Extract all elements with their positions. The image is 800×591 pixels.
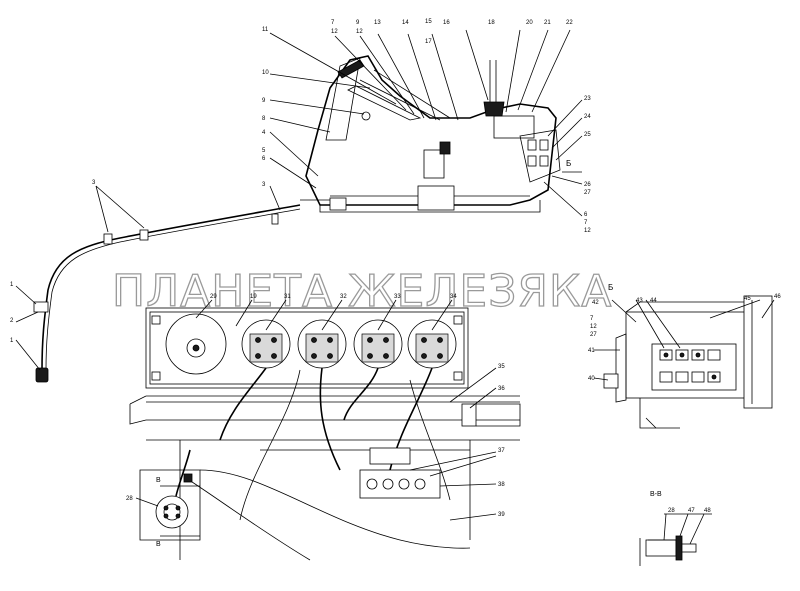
callout-10: 10 xyxy=(262,70,269,76)
callout-44: 44 xyxy=(650,298,657,304)
callout-8: 8 xyxy=(262,116,266,122)
callout-11: 11 xyxy=(262,27,269,33)
section-vv: В-В 28 47 48 xyxy=(639,491,712,566)
callout-15: 15 xyxy=(425,19,432,25)
callout-28: 28 xyxy=(126,496,133,502)
callout-17: 17 xyxy=(425,39,432,45)
callout-31: 31 xyxy=(284,294,291,300)
callout-39: 39 xyxy=(498,512,505,518)
callout-b-12: 12 xyxy=(590,324,597,330)
callout-37: 37 xyxy=(498,448,505,454)
callout-22: 22 xyxy=(566,20,573,26)
callout-18: 18 xyxy=(488,20,495,26)
callout-6: 6 xyxy=(262,156,266,162)
callout-13: 13 xyxy=(374,20,381,26)
top-leaders xyxy=(269,29,583,217)
callout-6b: 6 xyxy=(584,212,588,218)
callout-cable-2: 2 xyxy=(10,318,14,324)
instrument-panel: В В 29 19 31 32 33 34 35 36 37 38 39 28 xyxy=(126,294,521,561)
callout-sec-48: 48 xyxy=(704,508,711,514)
view-label-b-side: Б xyxy=(566,159,571,168)
callout-41: 41 xyxy=(588,348,595,354)
cable-assembly: 3 1 2 1 xyxy=(10,180,301,383)
callout-45: 45 xyxy=(744,296,751,302)
callout-16: 16 xyxy=(443,20,450,26)
callout-14: 14 xyxy=(402,20,409,26)
section-label: В-В xyxy=(650,491,662,498)
callout-5: 5 xyxy=(262,148,266,154)
view-label-b: Б xyxy=(608,283,613,292)
callout-26: 26 xyxy=(584,182,591,188)
callout-46: 46 xyxy=(774,294,781,300)
callout-24: 24 xyxy=(584,114,591,120)
view-label-v-top: В xyxy=(156,477,161,484)
callout-sec-47: 47 xyxy=(688,508,695,514)
callout-b-27: 27 xyxy=(590,332,597,338)
callout-7b: 7 xyxy=(584,220,588,226)
view-label-v-bottom: В xyxy=(156,541,161,548)
detail-b: Б 42 43 44 45 46 7 12 2 xyxy=(588,283,781,429)
callout-29: 29 xyxy=(210,294,217,300)
callout-32: 32 xyxy=(340,294,347,300)
callout-7: 7 xyxy=(331,20,335,26)
callout-9: 9 xyxy=(356,20,360,26)
callout-40: 40 xyxy=(588,376,595,382)
callout-19: 19 xyxy=(250,294,257,300)
callout-25: 25 xyxy=(584,132,591,138)
callout-21: 21 xyxy=(544,20,551,26)
top-assembly: 11 7 12 9 12 13 14 15 16 17 18 20 21 22 … xyxy=(262,19,591,234)
callout-12c: 12 xyxy=(584,228,591,234)
callout-cable-3: 3 xyxy=(92,180,96,186)
callout-sec-28: 28 xyxy=(668,508,675,514)
callout-3: 3 xyxy=(262,182,266,188)
callout-cable-1b: 1 xyxy=(10,338,14,344)
callout-42: 42 xyxy=(592,300,599,306)
callout-cable-1: 1 xyxy=(10,282,14,288)
callout-27: 27 xyxy=(584,190,591,196)
callout-12: 12 xyxy=(331,29,338,35)
callout-9b: 9 xyxy=(262,98,266,104)
callout-4: 4 xyxy=(262,130,266,136)
callout-23: 23 xyxy=(584,96,591,102)
callout-20: 20 xyxy=(526,20,533,26)
callout-35: 35 xyxy=(498,364,505,370)
callout-b-7: 7 xyxy=(590,316,594,322)
callout-38: 38 xyxy=(498,482,505,488)
callout-33: 33 xyxy=(394,294,401,300)
callout-12b: 12 xyxy=(356,29,363,35)
callout-43: 43 xyxy=(636,298,643,304)
callout-36: 36 xyxy=(498,386,505,392)
callout-34: 34 xyxy=(450,294,457,300)
